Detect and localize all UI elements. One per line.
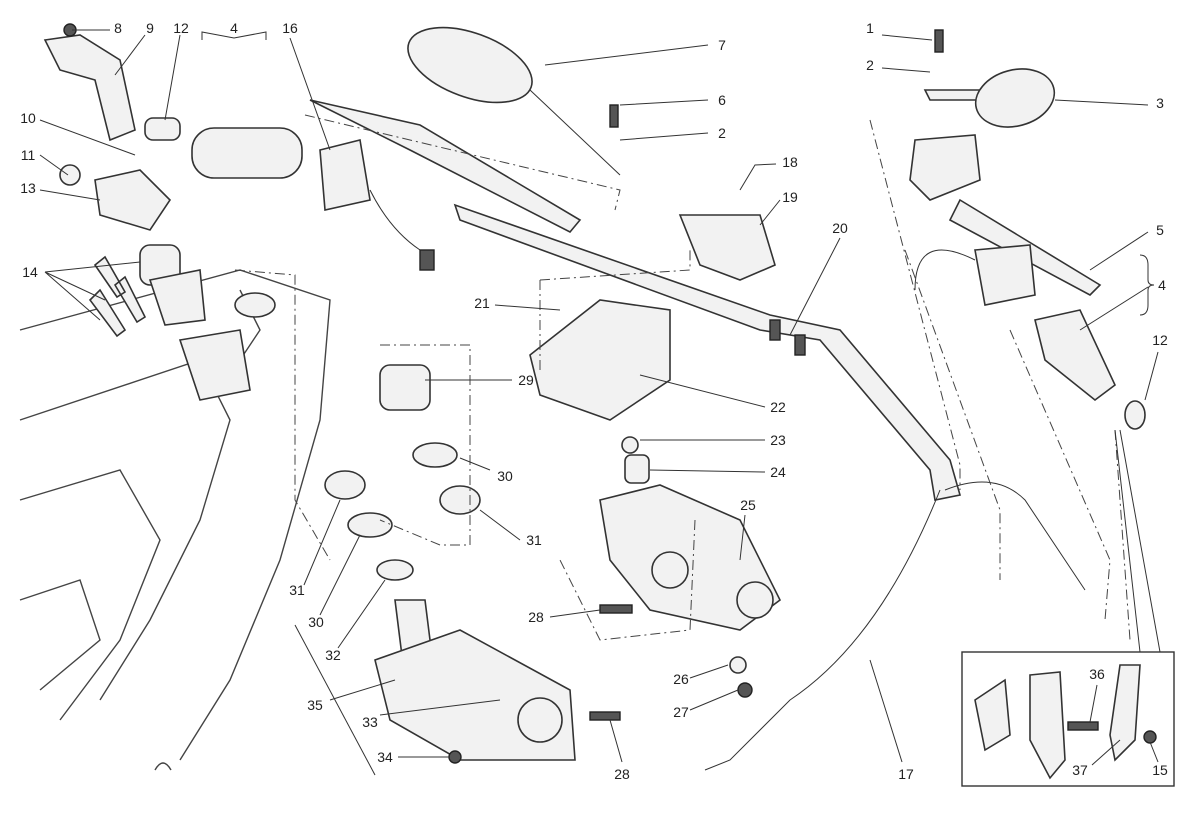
callout-leaders — [39, 29, 1159, 766]
callout-4: 4 — [230, 20, 238, 36]
callout-33: 33 — [362, 714, 378, 730]
callout-3: 3 — [1156, 95, 1164, 111]
callout-28: 28 — [614, 766, 630, 782]
callout-28: 28 — [528, 609, 544, 625]
callout-37: 37 — [1072, 762, 1088, 778]
callout-29: 29 — [518, 372, 534, 388]
callout-31: 31 — [526, 532, 542, 548]
frame-drawing — [19, 269, 331, 771]
callout-7: 7 — [718, 37, 726, 53]
callout-17: 17 — [898, 766, 914, 782]
callout-11: 11 — [20, 147, 36, 163]
callout-14: 14 — [22, 264, 38, 280]
callout-21: 21 — [474, 295, 490, 311]
callout-32: 32 — [325, 647, 341, 663]
callout-25: 25 — [740, 497, 756, 513]
callout-22: 22 — [770, 399, 786, 415]
callout-18: 18 — [782, 154, 798, 170]
callout-30: 30 — [308, 614, 324, 630]
callout-9: 9 — [146, 20, 154, 36]
handlebar-drawing — [453, 203, 962, 501]
callout-1: 1 — [866, 20, 874, 36]
callout-36: 36 — [1089, 666, 1105, 682]
inset-detail — [961, 429, 1175, 787]
left-lever-mirror-drawing — [309, 26, 621, 234]
callout-35: 35 — [307, 697, 323, 713]
callout-2: 2 — [866, 57, 874, 73]
assembly-lines — [234, 114, 1131, 641]
callout-27: 27 — [673, 704, 689, 720]
callout-15: 15 — [1152, 762, 1168, 778]
left-controls-drawing — [43, 23, 435, 338]
right-controls-drawing — [704, 29, 1146, 771]
callout-6: 6 — [718, 92, 726, 108]
callout-4: 4 — [1158, 277, 1166, 293]
callout-30: 30 — [497, 468, 513, 484]
callout-12: 12 — [173, 20, 189, 36]
callout-5: 5 — [1156, 222, 1164, 238]
callout-19: 19 — [782, 189, 798, 205]
callout-26: 26 — [673, 671, 689, 687]
steering-parts-drawing — [294, 364, 621, 776]
callout-24: 24 — [770, 464, 786, 480]
clamps-drawing — [529, 214, 782, 698]
callout-13: 13 — [20, 180, 36, 196]
callout-20: 20 — [832, 220, 848, 236]
callout-2: 2 — [718, 125, 726, 141]
callout-8: 8 — [114, 20, 122, 36]
callout-12: 12 — [1152, 332, 1168, 348]
callout-34: 34 — [377, 749, 393, 765]
callout-31: 31 — [289, 582, 305, 598]
callout-10: 10 — [20, 110, 36, 126]
callout-23: 23 — [770, 432, 786, 448]
callout-16: 16 — [282, 20, 298, 36]
